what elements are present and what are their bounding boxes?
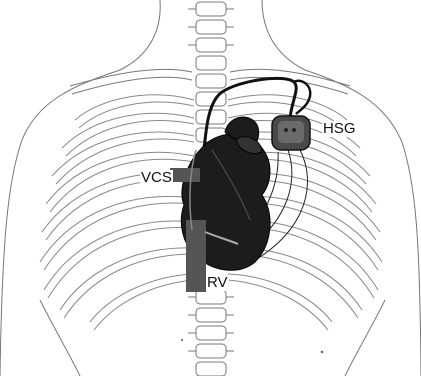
label-hsg: HSG — [322, 121, 357, 137]
device-housing — [272, 116, 310, 150]
dot-mark — [321, 351, 323, 353]
inner-right — [345, 300, 385, 376]
dot-mark-2 — [181, 339, 183, 341]
label-vcs: VCS — [140, 170, 173, 186]
body-outline-right — [262, 0, 421, 376]
body-outline — [0, 0, 160, 376]
inner-left — [40, 300, 80, 376]
heart — [170, 117, 270, 292]
left-clavicle-lower — [72, 77, 192, 94]
label-rv: RV — [206, 275, 229, 291]
ribs-left — [40, 95, 194, 330]
